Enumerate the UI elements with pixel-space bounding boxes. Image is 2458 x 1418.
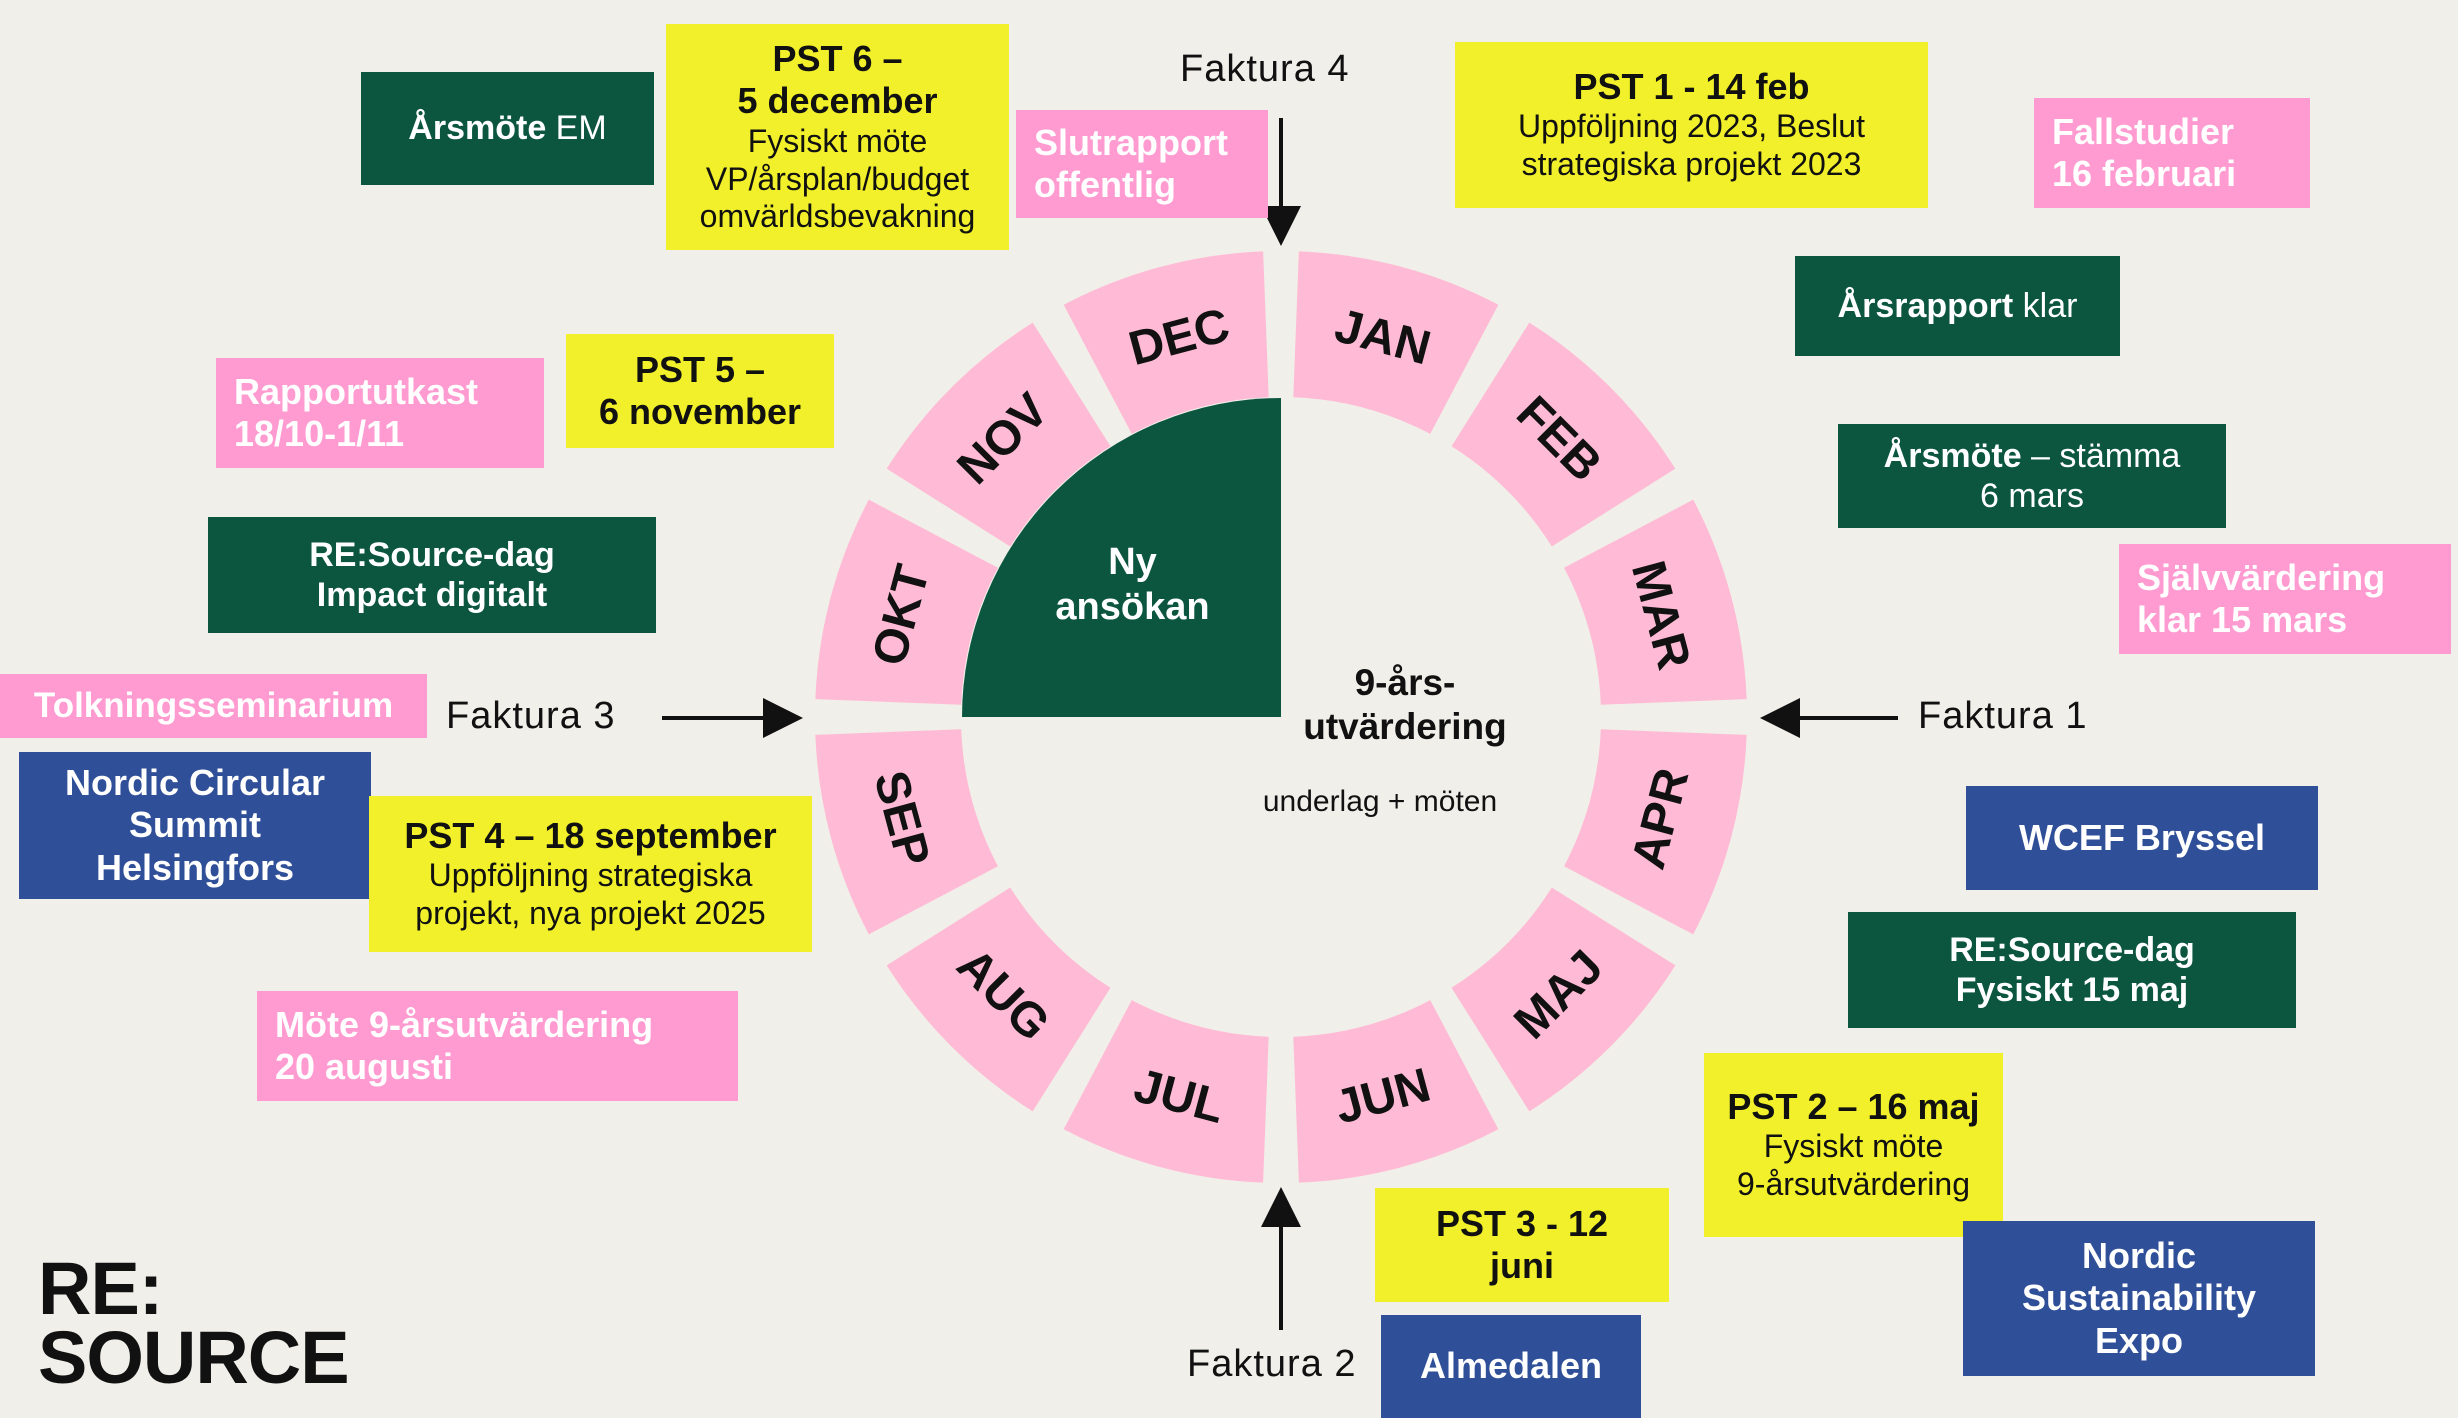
pst1-box: PST 1 - 14 feb Uppföljning 2023, Beslut …: [1455, 42, 1928, 208]
pst5-box: PST 5 – 6 november: [566, 334, 834, 448]
month-segment-jul: [1063, 1000, 1269, 1183]
faktura-1-label: Faktura 1: [1918, 695, 2088, 737]
arsmote-stamma-rest: – stämma: [2021, 436, 2181, 475]
slutrapport-box: Slutrapport offentlig: [1016, 110, 1268, 218]
faktura-4-label: Faktura 4: [1180, 48, 1350, 90]
pst2-title: PST 2 – 16 maj: [1727, 1086, 1980, 1128]
almedalen-box: Almedalen: [1381, 1315, 1641, 1418]
faktura-2-label: Faktura 2: [1187, 1343, 1357, 1385]
pst1-text: Uppföljning 2023, Beslut strategiska pro…: [1518, 108, 1865, 183]
nordic-circular-box: Nordic Circular Summit Helsingfors: [19, 752, 371, 899]
rapportutkast-box: Rapportutkast 18/10-1/11: [216, 358, 544, 468]
month-segment-apr: [1564, 729, 1747, 935]
center-subtitle: underlag + möten: [1262, 785, 1498, 819]
fallstudier-box: Fallstudier 16 februari: [2034, 98, 2310, 208]
pst1-title: PST 1 - 14 feb: [1573, 66, 1810, 108]
month-segment-sep: [815, 729, 998, 935]
resource-digital-box: RE:Source-dag Impact digitalt: [208, 517, 656, 633]
arsrapport-rest: klar: [2013, 286, 2078, 325]
arsmote-stamma-date: 6 mars: [1980, 477, 2084, 515]
arsmote-stamma-box: Årsmöte – stämma 6 mars: [1838, 424, 2226, 528]
month-segment-feb: [1451, 322, 1676, 547]
new-application-quadrant: [962, 398, 1281, 717]
center-title: 9-års- utvärdering: [1303, 662, 1507, 747]
logo-line-2: SOURCE: [38, 1315, 350, 1399]
resource-fysiskt-box: RE:Source-dag Fysiskt 15 maj: [1848, 912, 2296, 1028]
pst4-title: PST 4 – 18 september: [404, 815, 777, 857]
tolkningsseminarium-box: Tolkningsseminarium: [0, 674, 427, 738]
month-segment-maj: [1451, 887, 1676, 1112]
arsmote-em-box: Årsmöte EM: [361, 72, 654, 185]
nordic-sustainability-box: Nordic Sustainability Expo: [1963, 1221, 2315, 1376]
pst6-title: PST 6 – 5 december: [737, 37, 938, 122]
pst6-text: Fysiskt möte VP/årsplan/budget omvärldsb…: [699, 122, 976, 235]
sjalvvardering-box: Självvärdering klar 15 mars: [2119, 544, 2451, 654]
wcef-box: WCEF Bryssel: [1966, 786, 2318, 890]
pst4-text: Uppföljning strategiska projekt, nya pro…: [415, 857, 766, 932]
pst3-box: PST 3 - 12 juni: [1375, 1188, 1669, 1302]
pst6-box: PST 6 – 5 december Fysiskt möte VP/årspl…: [666, 24, 1009, 250]
arsmote-em-rest: EM: [546, 109, 607, 148]
pst4-box: PST 4 – 18 september Uppföljning strateg…: [369, 796, 812, 952]
month-segment-mar: [1564, 499, 1747, 705]
arsrapport-box: Årsrapport klar: [1795, 256, 2120, 356]
logo-line-1: RE:: [38, 1247, 163, 1330]
quadrant-label: Ny ansökan: [1055, 541, 1210, 628]
arsrapport-bold: Årsrapport: [1837, 286, 2014, 325]
month-segment-jun: [1293, 1000, 1499, 1183]
mote-9ar-box: Möte 9-årsutvärdering 20 augusti: [257, 991, 738, 1101]
pst2-text: Fysiskt möte 9-årsutvärdering: [1737, 1128, 1970, 1203]
month-segment-okt: [815, 499, 998, 705]
faktura-3-label: Faktura 3: [446, 695, 616, 737]
month-segment-dec: [1063, 251, 1269, 434]
arsmote-stamma-bold: Årsmöte: [1883, 436, 2022, 475]
month-segment-nov: [886, 322, 1111, 547]
arsmote-em-bold: Årsmöte: [408, 109, 547, 148]
month-segment-aug: [886, 887, 1111, 1112]
resource-logo: RE: SOURCE: [38, 1247, 350, 1399]
month-segment-jan: [1293, 251, 1499, 434]
pst2-box: PST 2 – 16 maj Fysiskt möte 9-årsutvärde…: [1704, 1053, 2003, 1237]
